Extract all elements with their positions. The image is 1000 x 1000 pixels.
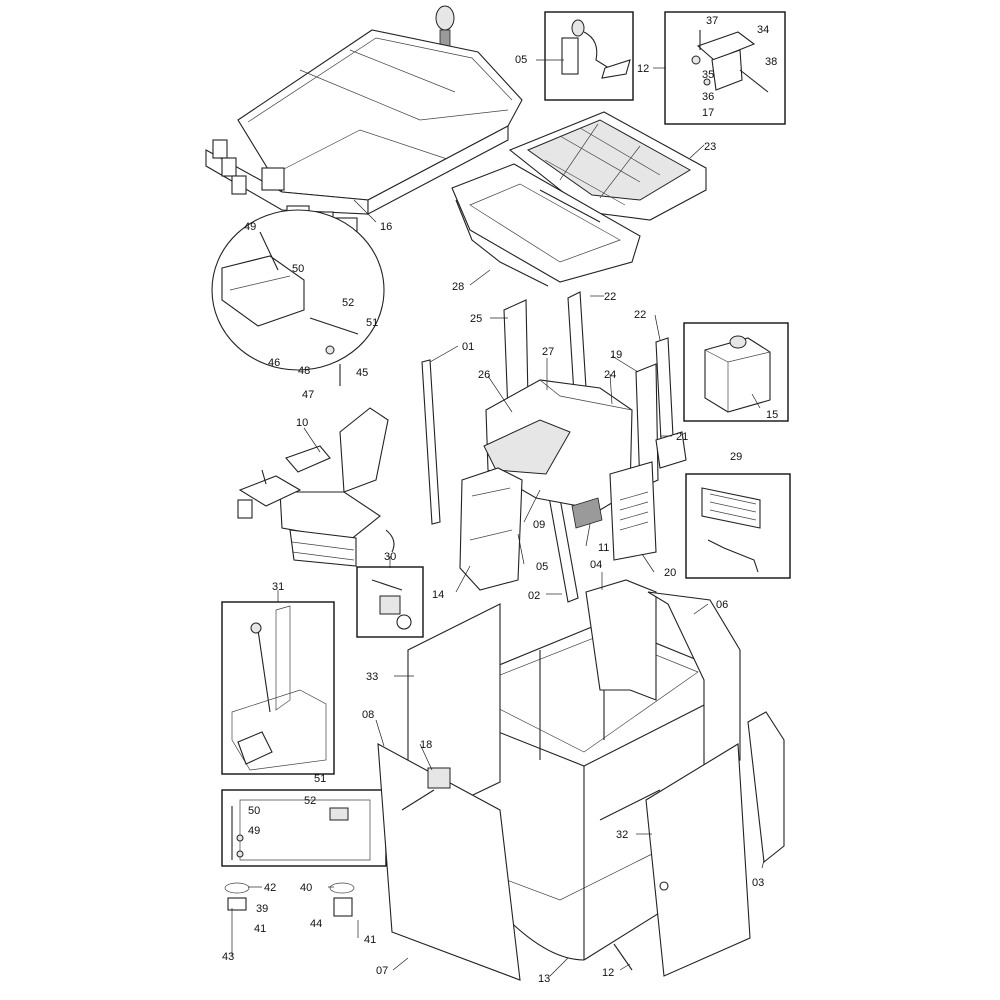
label-38: 38 [765, 56, 777, 68]
label-14: 14 [432, 589, 444, 601]
label-28: 28 [452, 281, 464, 293]
pedal-detail [561, 19, 631, 79]
label-31: 31 [272, 581, 284, 593]
label-51-bottom: 51 [314, 773, 326, 785]
label-19: 19 [610, 349, 622, 361]
label-46: 46 [268, 357, 280, 369]
pillar-parts [421, 291, 687, 603]
leader-lines [231, 59, 765, 977]
label-23: 23 [704, 141, 716, 153]
label-41-left: 41 [254, 923, 266, 935]
label-01: 01 [462, 341, 474, 353]
label-43: 43 [222, 951, 234, 963]
cab-glass-panels [377, 579, 785, 981]
label-11: 11 [598, 542, 609, 554]
label-36: 36 [702, 91, 714, 103]
roof-frame [451, 111, 707, 287]
inset-box-31 [221, 601, 335, 775]
label-49-bottom: 49 [248, 825, 260, 837]
control-unit-detail [221, 231, 359, 386]
label-15: 15 [766, 409, 778, 421]
label-41-right: 41 [364, 934, 376, 946]
label-12-bottom: 12 [602, 967, 614, 979]
label-10: 10 [296, 417, 308, 429]
label-22-right: 22 [634, 309, 646, 321]
part-labels: 16 05 12 37 34 35 38 36 17 23 28 49 50 5… [222, 15, 778, 985]
valve-detail [371, 579, 412, 630]
label-02: 02 [528, 590, 540, 602]
label-52-bottom: 52 [304, 795, 316, 807]
label-32: 32 [616, 829, 628, 841]
water-tank-detail [704, 335, 771, 413]
label-17: 17 [702, 107, 714, 119]
label-45: 45 [356, 367, 368, 379]
label-42: 42 [264, 882, 276, 894]
mount-feet [224, 882, 355, 917]
label-29: 29 [730, 451, 742, 463]
label-04: 04 [590, 559, 602, 571]
label-52-top: 52 [342, 297, 354, 309]
label-16: 16 [380, 221, 392, 233]
label-50-top: 50 [292, 263, 304, 275]
label-25: 25 [470, 313, 482, 325]
floor-detail-31 [231, 605, 327, 771]
label-35: 35 [702, 69, 714, 81]
label-26: 26 [478, 369, 490, 381]
label-44: 44 [310, 918, 322, 930]
label-48: 48 [298, 365, 310, 377]
label-37: 37 [706, 15, 718, 27]
rear-console [459, 379, 657, 591]
label-24: 24 [604, 369, 616, 381]
label-07: 07 [376, 965, 388, 977]
label-08: 08 [362, 709, 374, 721]
operator-seat [237, 407, 395, 567]
inset-box-05 [544, 11, 634, 101]
label-03: 03 [752, 877, 764, 889]
label-30: 30 [384, 551, 396, 563]
label-22-left: 22 [604, 291, 616, 303]
inset-box-floor [221, 789, 387, 867]
label-39: 39 [256, 903, 268, 915]
label-20: 20 [664, 567, 676, 579]
floor-detail-bottom [231, 799, 371, 861]
bracket-detail [691, 30, 769, 93]
label-21: 21 [676, 431, 688, 443]
label-51-top: 51 [366, 317, 378, 329]
label-33: 33 [366, 671, 378, 683]
label-12-top: 12 [637, 63, 649, 75]
label-05-mid: 05 [536, 561, 548, 573]
label-49-top: 49 [244, 221, 256, 233]
label-18: 18 [420, 739, 432, 751]
label-27: 27 [542, 346, 554, 358]
label-50-bottom: 50 [248, 805, 260, 817]
roof-cover [205, 5, 523, 235]
label-47: 47 [302, 389, 314, 401]
label-40: 40 [300, 882, 312, 894]
label-34: 34 [757, 24, 769, 36]
label-09: 09 [533, 519, 545, 531]
label-05-top: 05 [515, 54, 527, 66]
label-06: 06 [716, 599, 728, 611]
vent-detail [701, 487, 761, 573]
label-13: 13 [538, 973, 550, 985]
